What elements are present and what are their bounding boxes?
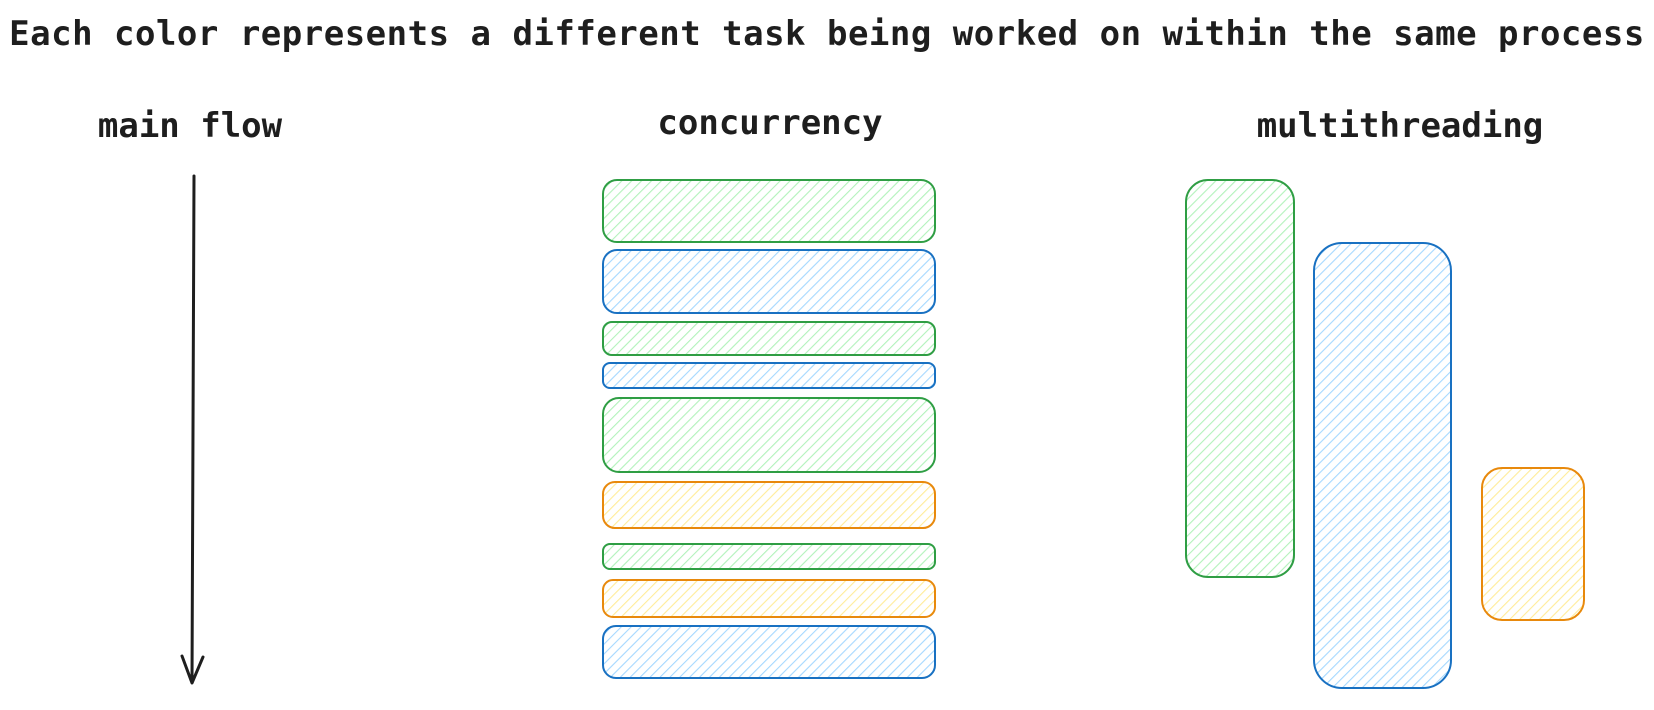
concurrency-column: [602, 179, 936, 679]
diagram-caption: Each color represents a different task b…: [9, 14, 1645, 54]
concurrency-task-bar: [602, 625, 936, 679]
multithreading-heading: multithreading: [1256, 106, 1544, 146]
thread-bar: [1313, 242, 1452, 689]
main-flow-arrow-head: [180, 654, 205, 685]
concurrency-task-bar: [602, 179, 936, 243]
thread-bar: [1481, 467, 1585, 621]
concurrency-task-bar: [602, 579, 936, 618]
multithreading-column: [1185, 179, 1585, 689]
concurrency-task-bar: [602, 321, 936, 356]
main-flow-arrow-shaft: [190, 174, 196, 684]
concurrency-task-bar: [602, 481, 936, 529]
concurrency-task-bar: [602, 397, 936, 473]
concurrency-task-bar: [602, 249, 936, 314]
thread-bar: [1185, 179, 1295, 578]
main-flow-arrow: [180, 174, 205, 685]
concurrency-task-bar: [602, 362, 936, 389]
concurrency-heading: concurrency: [657, 103, 883, 143]
main-flow-heading: main flow: [97, 106, 283, 146]
concurrency-task-bar: [602, 543, 936, 570]
